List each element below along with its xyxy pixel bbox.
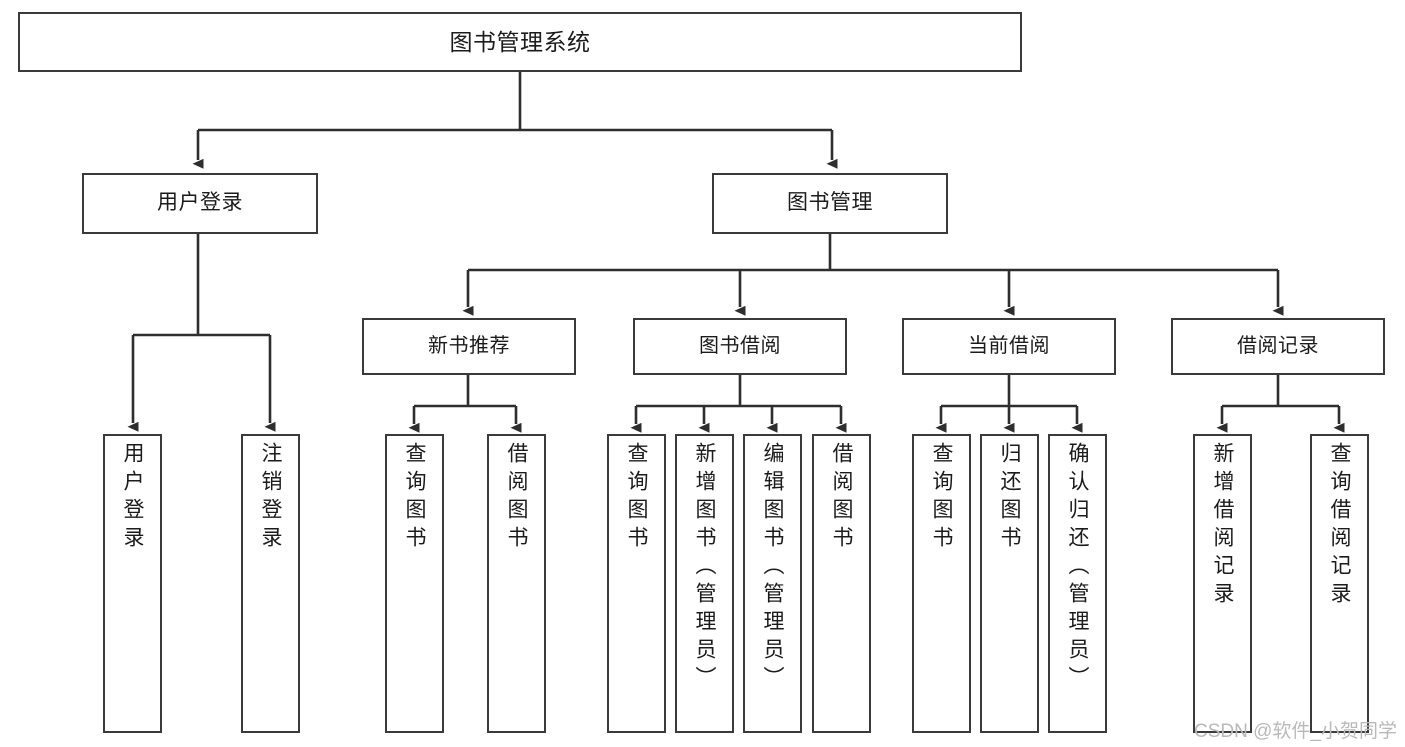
node-current-borrow[interactable]: 当前借阅	[902, 318, 1116, 375]
node-label: 注销登录	[259, 442, 282, 554]
leaf-user-login-login[interactable]: 用户登录	[103, 434, 162, 733]
node-label: 编辑图书（管理员）	[761, 442, 784, 694]
node-user-login[interactable]: 用户登录	[82, 173, 318, 234]
node-label: 查询借阅记录	[1328, 442, 1351, 610]
node-label: 查询图书	[930, 442, 953, 554]
node-root-book-management-system[interactable]: 图书管理系统	[18, 12, 1022, 72]
leaf-current-borrow-confirm-return-admin[interactable]: 确认归还（管理员）	[1048, 434, 1107, 733]
leaf-user-login-logout[interactable]: 注销登录	[241, 434, 300, 733]
node-label: 新增图书（管理员）	[693, 442, 716, 694]
node-label: 图书借阅	[699, 334, 781, 357]
node-label: 用户登录	[121, 442, 144, 554]
leaf-current-borrow-return-book[interactable]: 归还图书	[980, 434, 1039, 733]
leaf-book-borrow-edit-book-admin[interactable]: 编辑图书（管理员）	[743, 434, 802, 733]
node-label: 图书管理	[787, 191, 873, 215]
node-label: 归还图书	[998, 442, 1021, 554]
node-label: 查询图书	[625, 442, 648, 554]
leaf-borrow-record-query-record[interactable]: 查询借阅记录	[1310, 434, 1369, 733]
leaf-new-book-query-book[interactable]: 查询图书	[385, 434, 444, 733]
node-label: 新书推荐	[428, 334, 510, 357]
node-label: 当前借阅	[968, 334, 1050, 357]
csdn-watermark: CSDN @软件_小贺同学	[1194, 721, 1397, 742]
node-label: 图书管理系统	[449, 28, 591, 55]
node-new-book-recommend[interactable]: 新书推荐	[362, 318, 576, 375]
leaf-new-book-borrow-book[interactable]: 借阅图书	[487, 434, 546, 733]
node-label: 确认归还（管理员）	[1066, 442, 1089, 694]
node-label: 用户登录	[157, 191, 243, 215]
node-label: 新增借阅记录	[1211, 442, 1234, 610]
leaf-book-borrow-borrow-book[interactable]: 借阅图书	[812, 434, 871, 733]
leaf-borrow-record-add-record[interactable]: 新增借阅记录	[1193, 434, 1252, 733]
node-book-management[interactable]: 图书管理	[712, 173, 948, 234]
leaf-book-borrow-query-book[interactable]: 查询图书	[607, 434, 666, 733]
node-label: 借阅记录	[1237, 334, 1319, 357]
node-book-borrow[interactable]: 图书借阅	[633, 318, 847, 375]
leaf-book-borrow-add-book-admin[interactable]: 新增图书（管理员）	[675, 434, 734, 733]
node-label: 借阅图书	[830, 442, 853, 554]
leaf-current-borrow-query-book[interactable]: 查询图书	[912, 434, 971, 733]
node-label: 查询图书	[403, 442, 426, 554]
node-borrow-record[interactable]: 借阅记录	[1171, 318, 1385, 375]
node-label: 借阅图书	[505, 442, 528, 554]
